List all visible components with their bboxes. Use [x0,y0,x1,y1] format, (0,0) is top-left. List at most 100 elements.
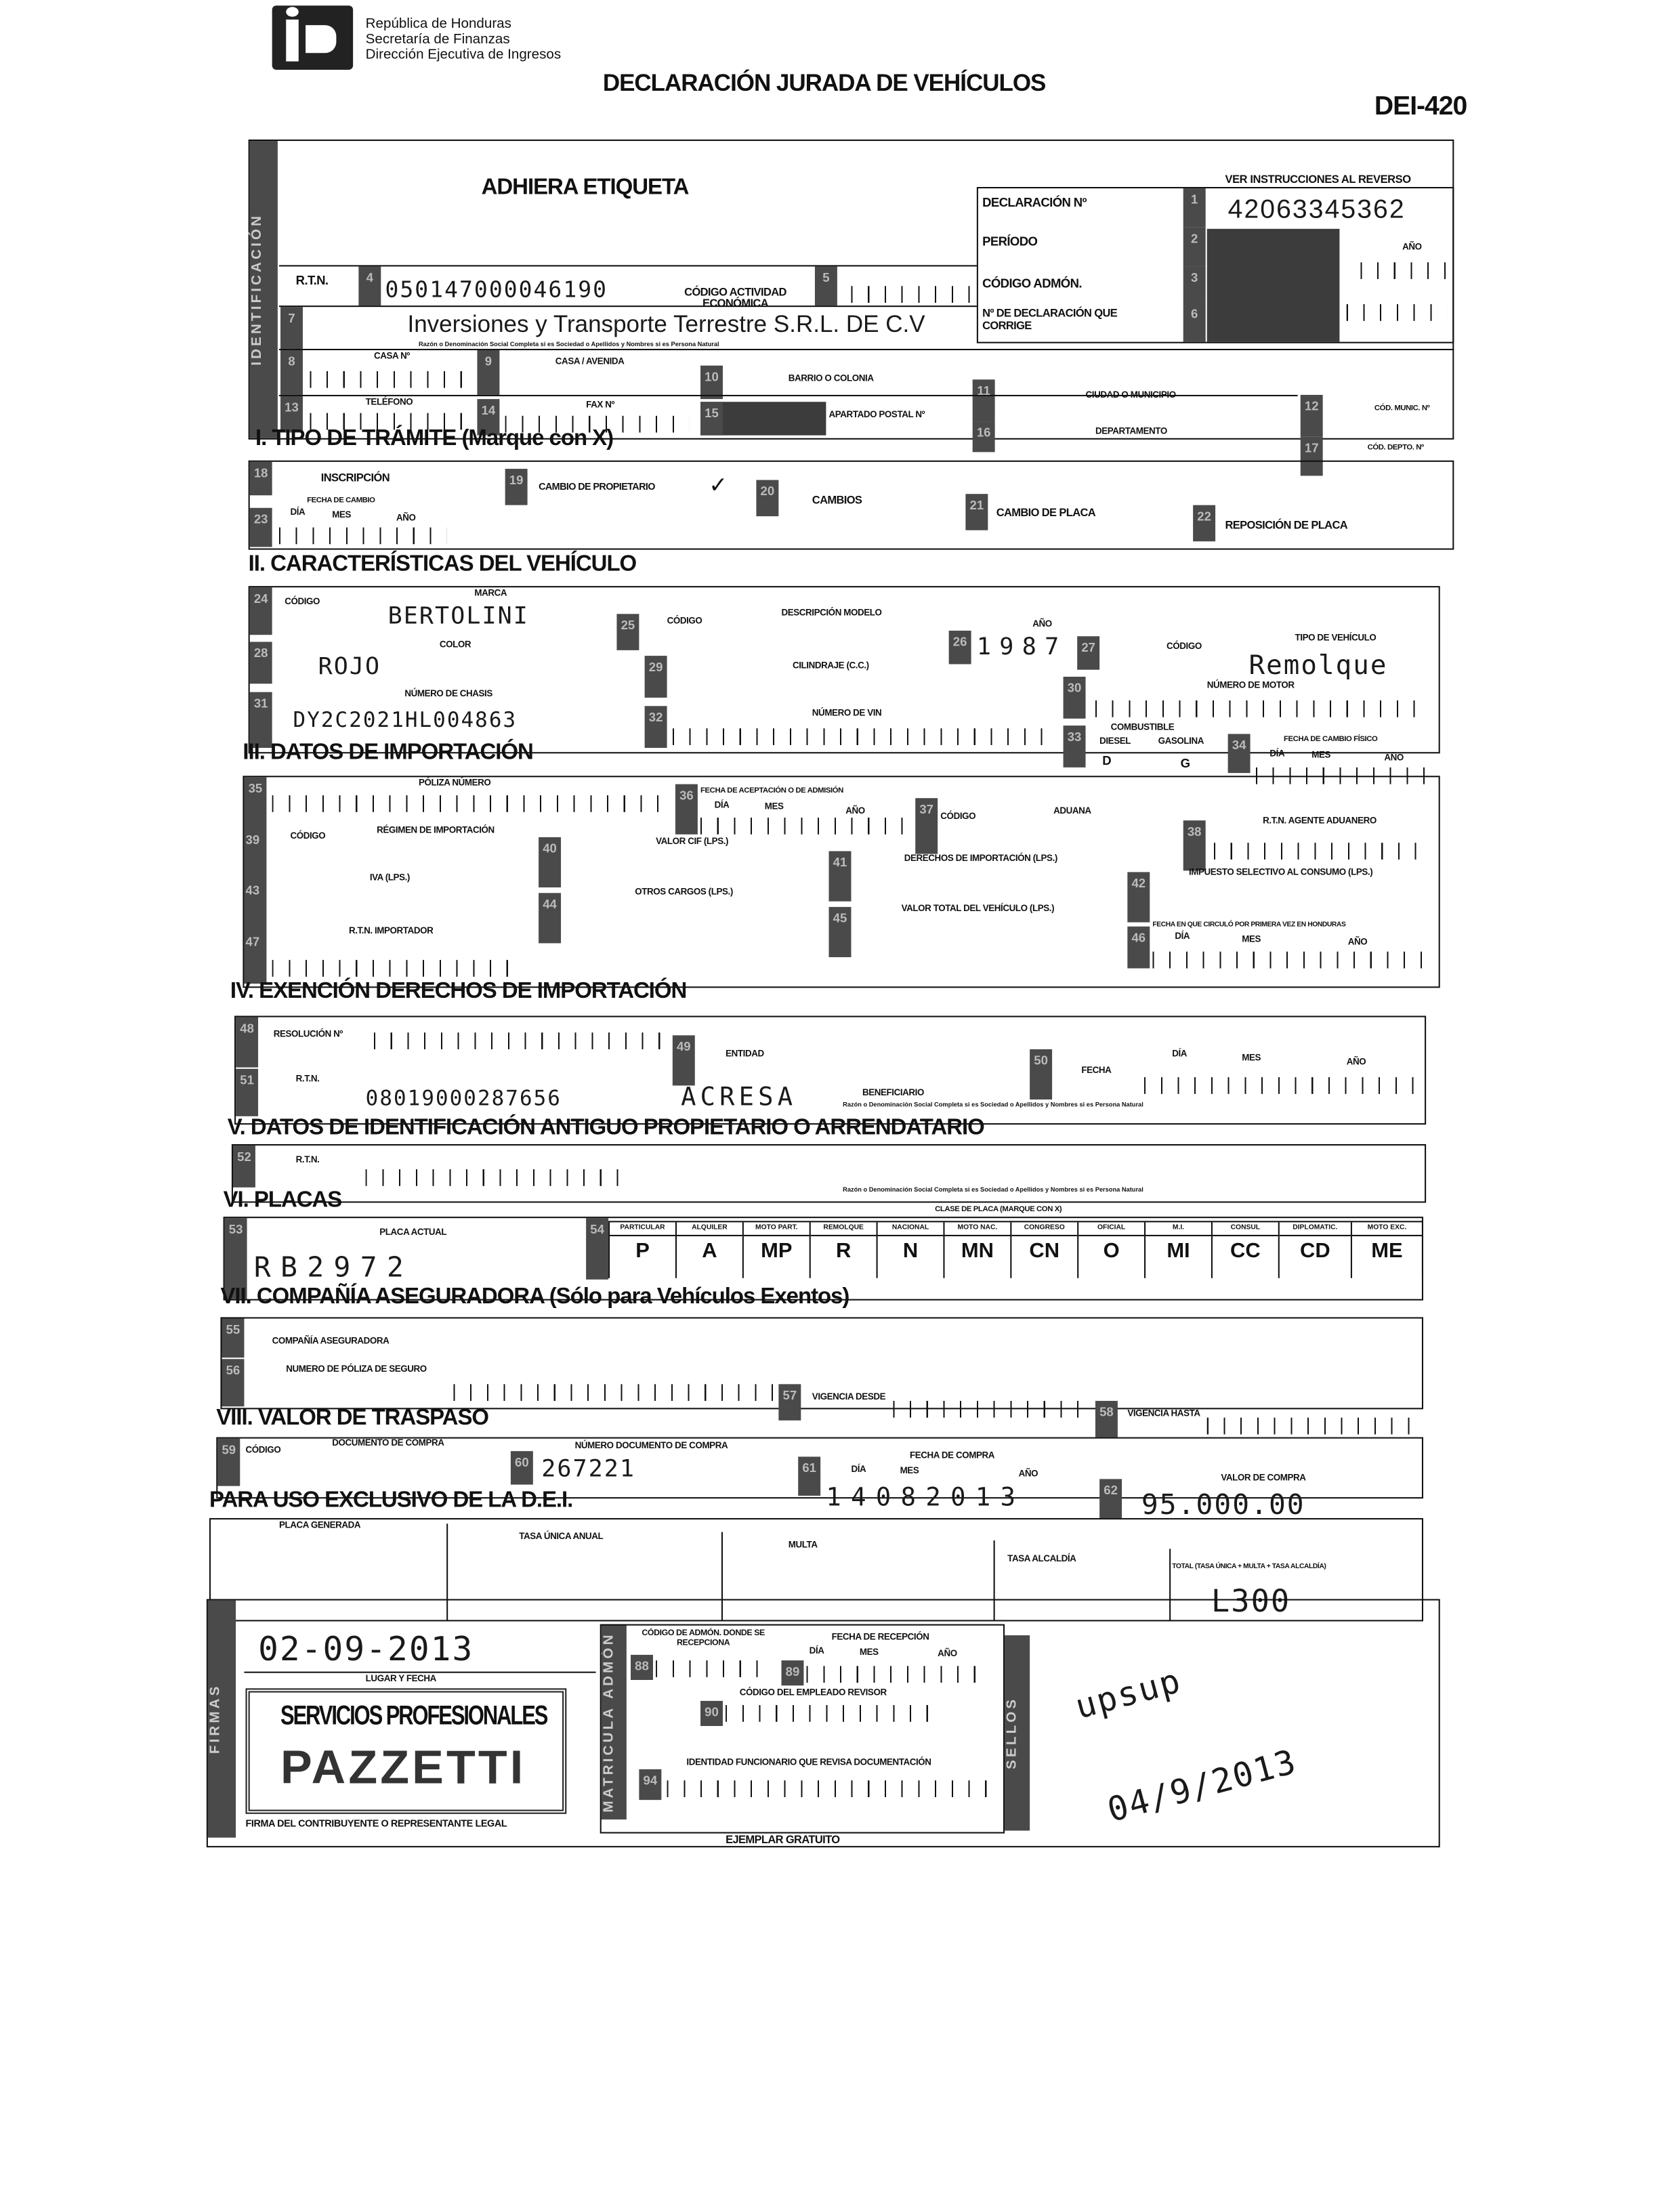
option-reposicion-placa[interactable]: REPOSICIÓN DE PLACA [1225,519,1348,532]
day-label: DÍA [290,507,306,518]
plate-class-option[interactable]: MOTO PART.MP [742,1222,810,1278]
plate-class-option[interactable]: MOTO NAC.MN [943,1222,1011,1278]
import-regime-label: RÉGIMEN DE IMPORTACIÓN [377,826,495,836]
purchase-document-number-label: NÚMERO DOCUMENTO DE COMPRA [574,1441,728,1452]
rtn-label: R.T.N. [295,1155,320,1165]
fax-input[interactable] [505,415,690,433]
admin-code-reception-label: CÓDIGO DE ADMÓN. DONDE SE RECEPCIONA [642,1629,765,1648]
vin-input[interactable] [672,728,1057,745]
dei-use-title: PARA USO EXCLUSIVO DE LA D.E.I. [209,1488,573,1513]
year-label: AÑO [396,513,416,524]
purchase-value-label: VALOR DE COMPRA [1221,1473,1306,1484]
brand-value[interactable]: BERTOLINI [387,602,529,631]
customs-agent-rtn-input[interactable] [1214,843,1431,860]
field-number: 19 [505,469,528,505]
vehicle-type-value[interactable]: Remolque [1248,650,1388,681]
year-value[interactable]: 1987 [976,633,1068,662]
current-plate-value[interactable]: RB2972 [253,1250,414,1284]
total-value[interactable]: L300 [1211,1584,1291,1620]
first-circulation-date-input[interactable] [1152,951,1432,969]
previous-owner-rtn-input[interactable] [365,1169,631,1186]
company-name-value[interactable]: Inversiones y Transporte Terrestre S.R.L… [407,311,925,338]
instructions-note: VER INSTRUCCIONES AL REVERSO [1225,173,1412,186]
reviewer-code-input[interactable] [726,1705,936,1722]
signature-date-value[interactable]: 02-09-2013 [258,1629,474,1669]
section-8-title: VIII. VALOR DE TRASPASO [216,1406,489,1431]
option-cambios[interactable]: CAMBIOS [812,494,862,507]
fine-label: MULTA [788,1540,818,1551]
dei-logo [272,5,354,70]
gasoline-option[interactable]: G [1180,756,1190,771]
exemption-date-input[interactable] [1144,1077,1423,1094]
economic-activity-input[interactable] [851,286,970,303]
declaration-number-value[interactable]: 42063345362 [1227,195,1406,225]
option-inscripcion[interactable]: INSCRIPCIÓN [320,471,390,484]
year-label: AÑO [1032,619,1052,629]
field-number: 48 [236,1017,259,1068]
field-number: 46 [1127,926,1150,969]
issuer-block: República de Honduras Secretaría de Fina… [366,17,562,63]
option-cambio-propietario[interactable]: CAMBIO DE PROPIETARIO [539,482,655,493]
change-date-input[interactable] [278,527,447,545]
field-number: 51 [236,1068,259,1116]
beneficiary-value[interactable]: ACRESA [681,1082,797,1112]
field-number: 54 [586,1218,609,1280]
beneficiary-caption: Razón o Denominación Social Completa si … [843,1101,1143,1108]
free-copy-note: EJEMPLAR GRATUITO [726,1833,840,1847]
insurance-policy-input[interactable] [453,1384,775,1402]
month-label: MES [859,1647,879,1658]
reception-date-input[interactable] [806,1666,988,1683]
valid-until-input[interactable] [1206,1417,1416,1435]
rtn-value[interactable]: 050147000046190 [385,276,608,303]
purchase-value-value[interactable]: 95.000.00 [1141,1487,1305,1521]
field-number: 61 [798,1456,821,1496]
reception-date-label: FECHA DE RECEPCIÓN [831,1632,929,1643]
color-value[interactable]: ROJO [318,652,381,681]
importer-rtn-input[interactable] [272,960,524,977]
engine-number-input[interactable] [1095,700,1431,717]
field-number: 7 [280,307,303,349]
field-number: 56 [222,1359,245,1407]
exemption-rtn-value[interactable]: 08019000287656 [365,1085,562,1111]
phone-input[interactable] [310,413,471,430]
place-date-label: LUGAR Y FECHA [365,1674,437,1685]
resolution-input[interactable] [374,1032,667,1049]
policy-number-label: PÓLIZA NÚMERO [418,778,491,788]
divider [278,394,1298,396]
purchase-document-number-value[interactable]: 267221 [541,1455,636,1484]
diesel-label: DIESEL [1099,736,1131,746]
year-label: AÑO [938,1649,957,1660]
acceptance-date-input[interactable] [700,818,910,835]
policy-number-input[interactable] [272,795,663,812]
year-input[interactable] [1360,262,1448,279]
diesel-option[interactable]: D [1102,753,1112,767]
valid-from-input[interactable] [893,1401,1089,1418]
vat-label: IVA (LPS.) [369,873,411,883]
identification-strip: IDENTIFICACIÓN [249,141,278,438]
chassis-value[interactable]: DY2C2021HL004863 [293,707,518,733]
field-number: 25 [616,614,639,650]
house-input[interactable] [310,371,471,388]
plate-class-option[interactable]: M.I.MI [1144,1222,1211,1278]
admin-code-input[interactable] [656,1660,768,1677]
plate-class-option[interactable]: MOTO EXC.ME [1350,1222,1423,1278]
official-id-input[interactable] [667,1780,988,1798]
physical-change-date-input[interactable] [1255,767,1431,784]
option-cambio-placa[interactable]: CAMBIO DE PLACA [996,506,1096,520]
plate-class-option[interactable]: DIPLOMATIC.CD [1278,1222,1351,1278]
section-5-title: V. DATOS DE IDENTIFICACIÓN ANTIGUO PROPI… [227,1116,985,1140]
purchase-date-value[interactable]: 14082013 [826,1483,1026,1513]
beneficiary-label: BENEFICIARIO [862,1088,924,1099]
field-number: 36 [675,784,698,835]
previous-owner-section [231,1144,1427,1203]
day-label: DÍA [1175,931,1190,942]
corrected-input[interactable] [1346,304,1448,321]
